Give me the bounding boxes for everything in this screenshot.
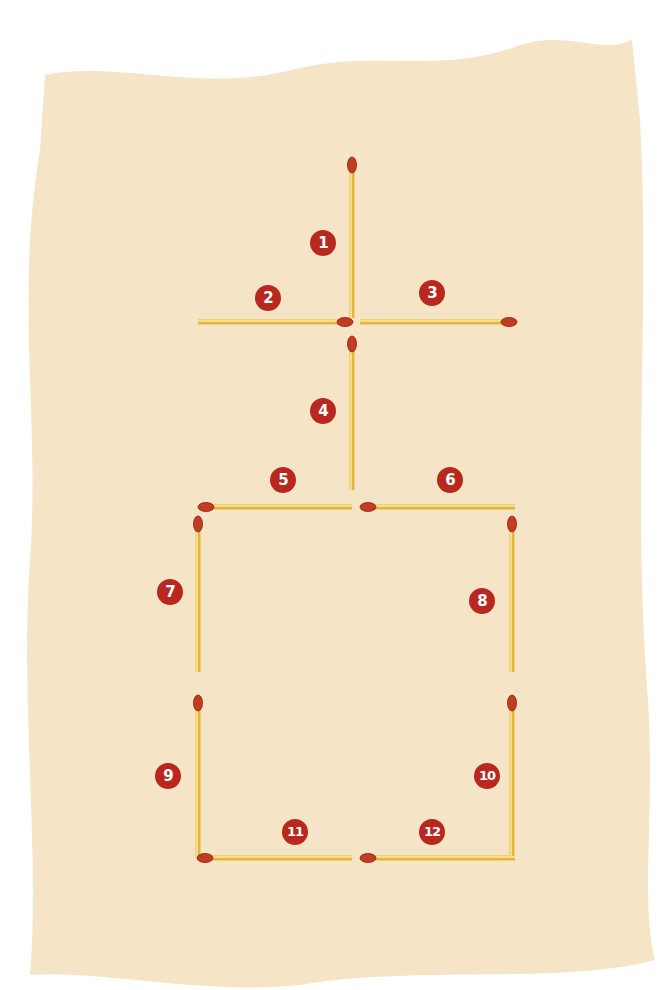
- match-sticks: [198, 166, 515, 858]
- callout-number: 5: [270, 467, 296, 493]
- callout-number: 10: [474, 763, 500, 789]
- callout-number: 9: [155, 763, 181, 789]
- callout-number: 11: [282, 819, 308, 845]
- parchment-ground: [27, 40, 655, 987]
- match-heads: [194, 157, 518, 863]
- callout-number: 4: [310, 398, 336, 424]
- callout-number: 6: [437, 467, 463, 493]
- callout-number: 7: [157, 579, 183, 605]
- callout-number: 1: [310, 230, 336, 256]
- callout-number: 8: [469, 588, 495, 614]
- callout-number: 3: [419, 280, 445, 306]
- callout-number: 12: [419, 819, 445, 845]
- callout-number: 2: [255, 285, 281, 311]
- match-highlights: [197, 170, 515, 858]
- matchsticks: [194, 157, 518, 863]
